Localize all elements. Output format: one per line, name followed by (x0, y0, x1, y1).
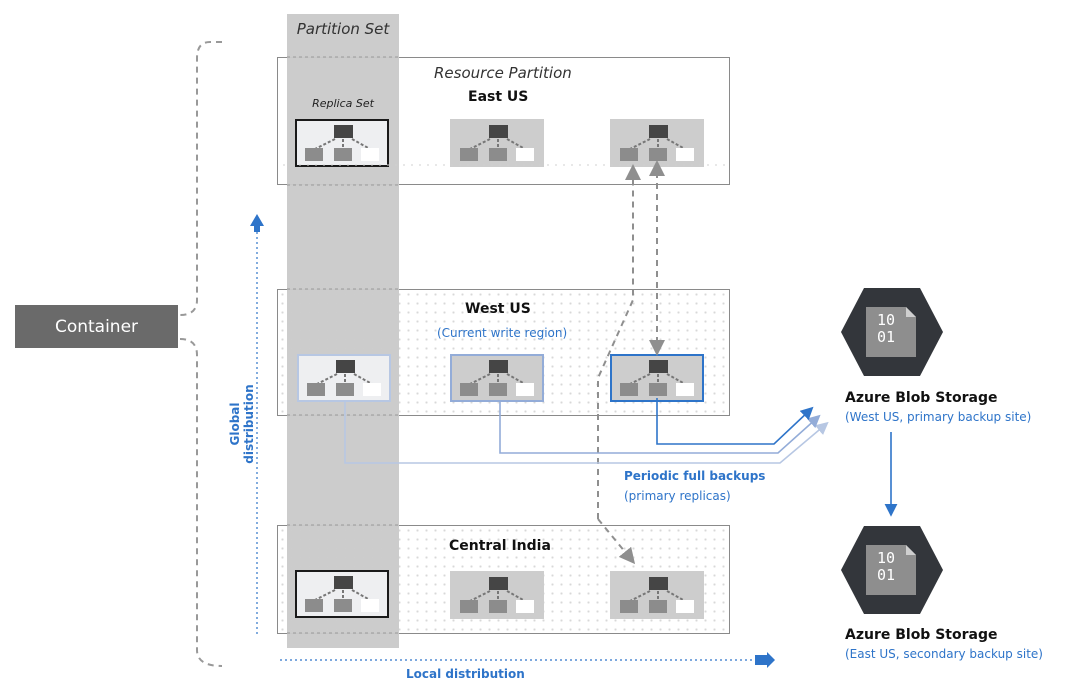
primary-node-icon (489, 360, 508, 373)
region-name-central-india: Central India (449, 538, 551, 554)
secondary-node-icon (363, 383, 381, 396)
secondary-node-icon (489, 383, 507, 396)
blob-storage-icon-east (841, 526, 943, 614)
primary-node-icon (649, 577, 668, 590)
region-name-west-us: West US (465, 301, 531, 317)
partition-set-title-overlay: Partition Set (296, 20, 390, 38)
primary-node-icon (336, 360, 355, 373)
global-axis-arrow-icon (250, 214, 264, 232)
secondary-node-icon (307, 383, 325, 396)
secondary-node-icon (676, 148, 694, 161)
secondary-node-icon (516, 383, 534, 396)
secondary-node-icon (620, 148, 638, 161)
replica-tree-glyphs (305, 125, 694, 613)
partition-dashed-lines (287, 56, 399, 634)
backups-title: Periodic full backups (624, 469, 766, 483)
secondary-node-icon (361, 148, 379, 161)
secondary-node-icon (620, 600, 638, 613)
secondary-node-icon (336, 383, 354, 396)
brace-top (179, 41, 222, 316)
secondary-node-icon (489, 148, 507, 161)
secondary-node-icon (649, 148, 667, 161)
secondary-node-icon (516, 148, 534, 161)
local-axis-arrow-icon (755, 652, 775, 668)
secondary-node-icon (460, 600, 478, 613)
primary-node-icon (334, 576, 353, 589)
secondary-node-icon (516, 600, 534, 613)
secondary-node-icon (649, 383, 667, 396)
backup-line-3 (656, 398, 814, 445)
secondary-node-icon (460, 148, 478, 161)
backup-line-1 (344, 400, 829, 464)
blob-storage-title-east: Azure Blob Storage (845, 627, 998, 643)
backup-line-2 (499, 400, 821, 454)
region-name-east-us: East US (468, 89, 529, 105)
primary-node-icon (489, 577, 508, 590)
region-east-us (277, 57, 730, 185)
secondary-node-icon (334, 148, 352, 161)
backups-subtitle: (primary replicas) (624, 489, 731, 503)
secondary-node-icon (460, 383, 478, 396)
resource-partition-title: Resource Partition (434, 64, 572, 82)
container-box: Container (15, 305, 178, 348)
secondary-node-icon (649, 600, 667, 613)
region-subtitle-west-us: (Current write region) (437, 326, 568, 340)
secondary-node-icon (305, 148, 323, 161)
blob-storage-title-west: Azure Blob Storage (845, 390, 998, 406)
primary-node-icon (649, 125, 668, 138)
secondary-node-icon (676, 383, 694, 396)
primary-node-icon (334, 125, 353, 138)
secondary-node-icon (361, 599, 379, 612)
brace-bottom (179, 338, 223, 667)
replica-set-label: Replica Set (312, 97, 374, 110)
secondary-node-icon (489, 600, 507, 613)
secondary-node-icon (676, 600, 694, 613)
blob-storage-subtitle-east: (East US, secondary backup site) (845, 647, 1043, 661)
global-distribution-label: Global distribution (228, 384, 256, 464)
local-distribution-label: Local distribution (406, 667, 525, 681)
secondary-node-icon (620, 383, 638, 396)
primary-node-icon (649, 360, 668, 373)
blob-storage-subtitle-west: (West US, primary backup site) (845, 410, 1032, 424)
blob-storage-icon-west (841, 288, 943, 376)
secondary-node-icon (334, 599, 352, 612)
replication-arrow-east-to-central (597, 164, 641, 519)
secondary-node-icon (305, 599, 323, 612)
replication-arrow-to-central (597, 518, 636, 565)
primary-node-icon (489, 125, 508, 138)
